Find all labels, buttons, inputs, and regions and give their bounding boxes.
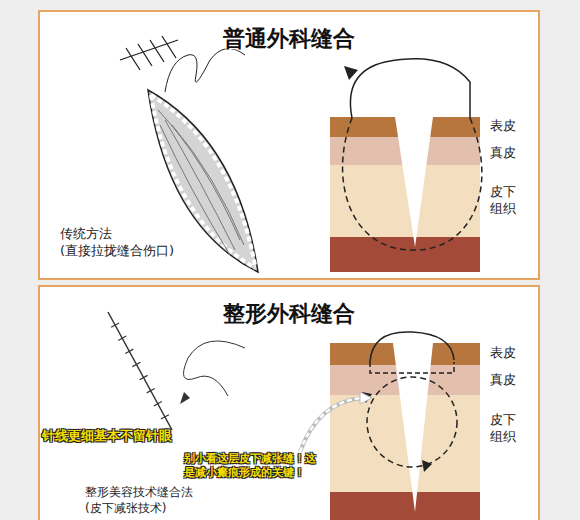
callout-arrow-outline xyxy=(300,398,362,452)
arrowhead xyxy=(422,460,432,472)
method-caption: 传统方法 (直接拉拢缝合伤口) xyxy=(60,226,200,260)
section-panel: 普通外科缝合 xyxy=(38,10,540,280)
highlight-note: 针线更细基本不留针眼 xyxy=(42,428,172,445)
buried-suture xyxy=(343,118,482,250)
arrowhead xyxy=(360,392,372,404)
callout-arrow xyxy=(300,398,362,452)
wound-edge xyxy=(151,95,255,268)
muscle-layer xyxy=(330,492,480,520)
skin-suture xyxy=(370,332,454,362)
wound-gap xyxy=(395,117,433,247)
layer-label: 皮下组织 xyxy=(490,184,519,218)
incision-line xyxy=(108,312,172,430)
stitch-tick xyxy=(147,388,155,392)
layer-label: 皮下组织 xyxy=(490,412,519,446)
panel-ground xyxy=(38,10,540,280)
thread xyxy=(165,49,245,92)
callout-note: 别小看这层皮下减张缝！这是减小瘢痕形成的关键！ xyxy=(184,452,322,481)
stitch-tick xyxy=(161,415,169,419)
stitch-tick xyxy=(111,323,119,327)
stitch-ticks xyxy=(111,323,169,419)
tissue-lines xyxy=(158,110,244,255)
arrowhead xyxy=(344,66,358,80)
muscle-layer xyxy=(330,237,480,272)
layer-label: 真皮 xyxy=(490,372,516,389)
panel-ground xyxy=(38,285,540,520)
section-title: 整形外科缝合 xyxy=(40,299,538,329)
layer-label: 真皮 xyxy=(490,145,516,162)
stitch-tick xyxy=(154,402,162,406)
wound-edge xyxy=(151,95,255,265)
thread xyxy=(184,341,246,396)
section-title: 普通外科缝合 xyxy=(40,24,538,54)
stitch-tick xyxy=(132,362,140,366)
stitch-tick xyxy=(140,375,148,379)
method-caption: 整形美容技术缝合法 (皮下减张技术) xyxy=(85,485,235,516)
stitches xyxy=(120,36,178,70)
skin-suture-buried xyxy=(370,362,454,373)
suture-thread xyxy=(350,59,470,118)
layer-label: 表皮 xyxy=(490,118,516,135)
stitch-tick xyxy=(118,336,126,340)
section-panel: 整形外科缝合 xyxy=(38,285,540,520)
stitch-tick xyxy=(125,349,133,353)
arrowhead xyxy=(180,392,190,404)
tension-reducing-suture xyxy=(367,377,457,467)
wound-gap xyxy=(393,343,433,512)
layer-label: 表皮 xyxy=(490,345,516,362)
